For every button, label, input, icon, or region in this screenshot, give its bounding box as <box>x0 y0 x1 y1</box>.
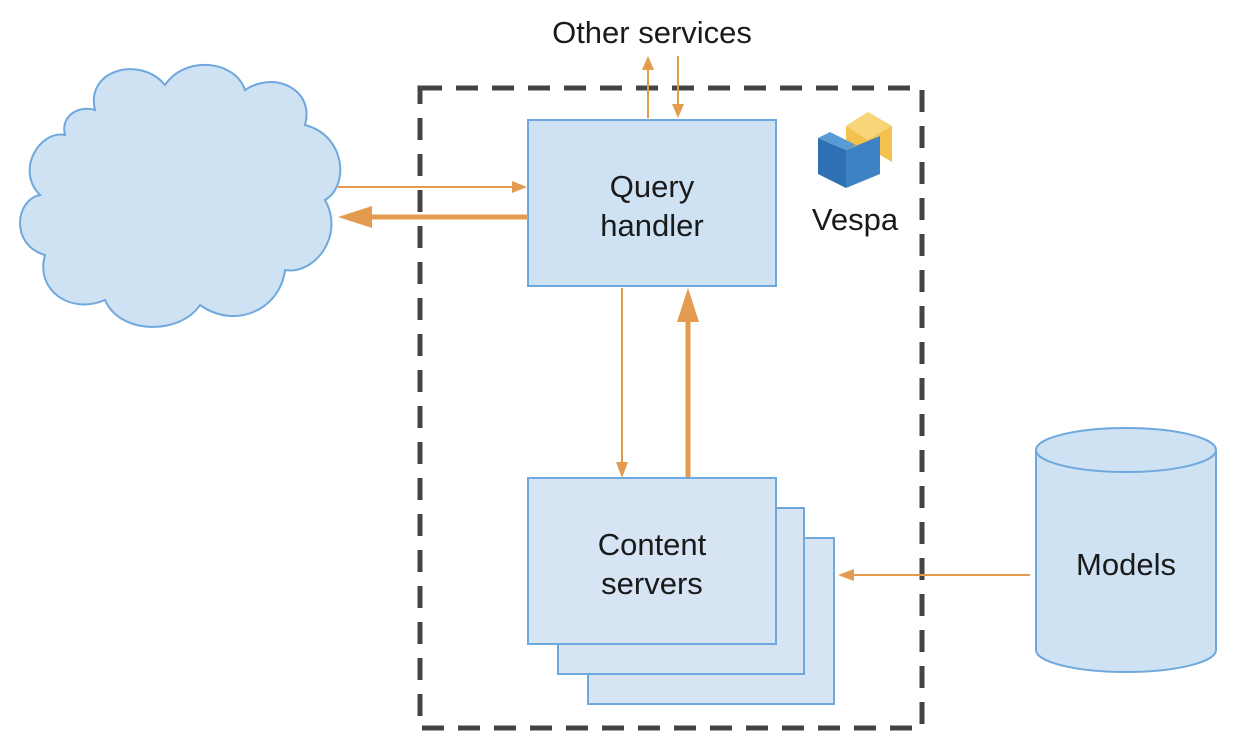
other-services-arrows <box>642 56 684 118</box>
vespa-logo <box>818 112 892 188</box>
content-servers-label-line1: Content <box>598 527 707 562</box>
vespa-boundary <box>417 85 925 731</box>
vespa-label: Vespa <box>812 202 899 237</box>
query-content-arrows <box>616 288 699 478</box>
query-handler-label-line1: Query <box>610 169 695 204</box>
query-handler-node: Query handler <box>527 119 777 287</box>
other-services-label: Other services <box>552 15 752 50</box>
content-servers-node: Content servers <box>527 477 835 705</box>
content-servers-label-line2: servers <box>601 566 703 601</box>
models-label: Models <box>1076 547 1176 582</box>
models-arrow <box>838 569 1030 581</box>
database-cylinder-icon <box>1035 427 1217 673</box>
cloud-icon <box>19 63 342 328</box>
cloud-query-arrows <box>338 181 528 228</box>
query-handler-label-line2: handler <box>600 208 703 243</box>
